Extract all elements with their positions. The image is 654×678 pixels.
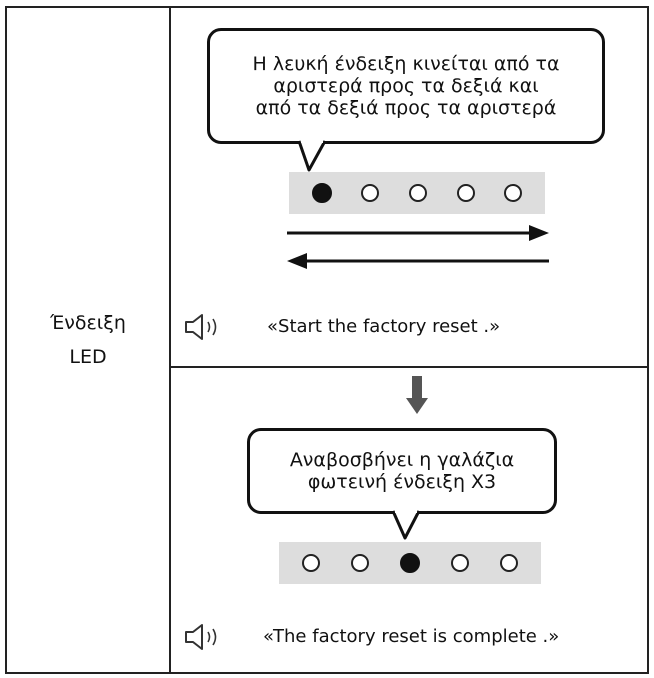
led-indicator-off bbox=[504, 184, 523, 202]
led-indicator-off bbox=[361, 184, 380, 202]
row-divider bbox=[169, 366, 647, 368]
column-divider bbox=[169, 8, 171, 672]
step1-callout-bubble: Η λευκή ένδειξη κινείται από τα αριστερά… bbox=[207, 28, 605, 144]
led-indicator-off bbox=[408, 184, 427, 202]
led-indicator-on bbox=[311, 183, 332, 203]
step1-voice-prompt: «Start the factory reset .» bbox=[267, 316, 501, 337]
led-indicator-off bbox=[351, 554, 370, 572]
led-indicator-off bbox=[450, 554, 469, 572]
arrow-right-icon bbox=[287, 225, 549, 241]
arrow-left-icon bbox=[287, 253, 549, 269]
speaker-sound-icon bbox=[185, 624, 217, 650]
step2-callout-line: Αναβοσβήνει η γαλάζια bbox=[289, 449, 515, 471]
speaker-sound-icon bbox=[185, 314, 217, 340]
row-label-line2: LED bbox=[69, 346, 107, 368]
step1-led-strip bbox=[289, 172, 545, 214]
step1-callout-tail bbox=[297, 138, 327, 172]
led-indicator-off bbox=[456, 184, 475, 202]
step2-led-strip bbox=[279, 542, 541, 584]
row-label-cell: Ένδειξη LED bbox=[7, 8, 169, 672]
led-indicator-on bbox=[399, 553, 420, 573]
step2-callout-bubble: Αναβοσβήνει η γαλάζια φωτεινή ένδειξη X3 bbox=[247, 428, 557, 514]
step2-voice-prompt: «The factory reset is complete .» bbox=[263, 626, 560, 647]
row-label: Ένδειξη LED bbox=[50, 306, 126, 374]
step1-callout-line: από τα δεξιά προς τα αριστερά bbox=[255, 97, 557, 119]
instruction-table: Ένδειξη LED Η λευκή ένδειξη κινείται από… bbox=[5, 6, 649, 674]
step2-callout-line: φωτεινή ένδειξη X3 bbox=[307, 471, 497, 493]
step1-callout-line: Η λευκή ένδειξη κινείται από τα bbox=[252, 53, 560, 75]
arrow-down-icon bbox=[406, 376, 428, 414]
row-label-line1: Ένδειξη bbox=[50, 312, 126, 334]
led-indicator-off bbox=[302, 554, 321, 572]
step1-callout-line: αριστερά προς τα δεξιά και bbox=[273, 75, 539, 97]
led-indicator-off bbox=[499, 554, 518, 572]
step2-callout-tail bbox=[391, 508, 421, 540]
